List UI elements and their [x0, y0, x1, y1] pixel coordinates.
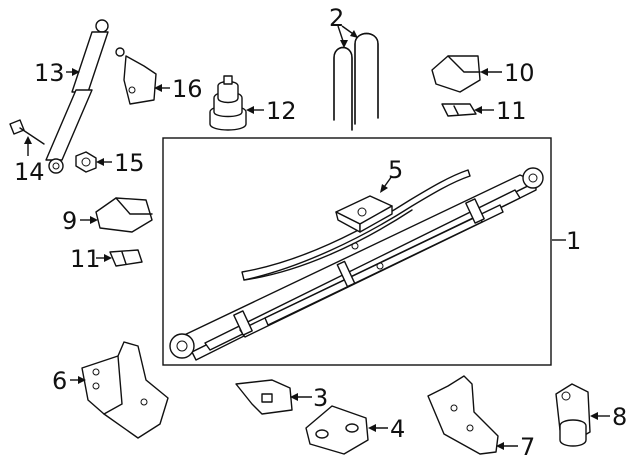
bracket-part-9[interactable]	[95, 197, 153, 233]
callout-13: 13	[34, 59, 65, 87]
spring-spacer-part-5[interactable]	[335, 195, 393, 233]
callout-11-lower: 11	[70, 245, 101, 273]
pad-part-11-lower[interactable]	[109, 249, 143, 267]
callout-1: 1	[566, 227, 581, 255]
callout-16: 16	[172, 75, 203, 103]
leaf-spring-frame	[162, 137, 552, 366]
seat-part-4[interactable]	[305, 405, 369, 455]
callout-5: 5	[388, 156, 403, 184]
bump-stop-part-12[interactable]	[209, 75, 247, 131]
bracket-part-10[interactable]	[431, 55, 481, 93]
shock-absorber-part-13[interactable]	[45, 19, 109, 174]
shackle-part-8[interactable]	[555, 383, 591, 447]
nut-part-15[interactable]	[75, 151, 97, 173]
callout-3: 3	[313, 384, 328, 412]
callout-arrows	[24, 25, 610, 450]
bolt-part-14[interactable]	[9, 119, 45, 145]
callout-7: 7	[520, 433, 535, 461]
callout-10: 10	[504, 59, 535, 87]
callout-15: 15	[114, 149, 145, 177]
bracket-part-3[interactable]	[235, 379, 293, 415]
callout-14: 14	[14, 158, 45, 186]
callout-12: 12	[266, 97, 297, 125]
bracket-part-16[interactable]	[115, 47, 157, 105]
callout-2: 2	[329, 4, 344, 32]
hanger-bracket-part-6[interactable]	[81, 341, 169, 439]
pad-part-11-upper[interactable]	[441, 103, 477, 117]
leaf-spring-assembly[interactable]	[169, 167, 544, 361]
callout-9: 9	[62, 207, 77, 235]
callout-11-upper: 11	[496, 97, 527, 125]
callout-6: 6	[52, 367, 67, 395]
bracket-part-7[interactable]	[427, 375, 499, 455]
callout-8: 8	[612, 403, 627, 431]
u-bolt-part-2[interactable]	[333, 32, 379, 131]
callout-4: 4	[390, 415, 405, 443]
